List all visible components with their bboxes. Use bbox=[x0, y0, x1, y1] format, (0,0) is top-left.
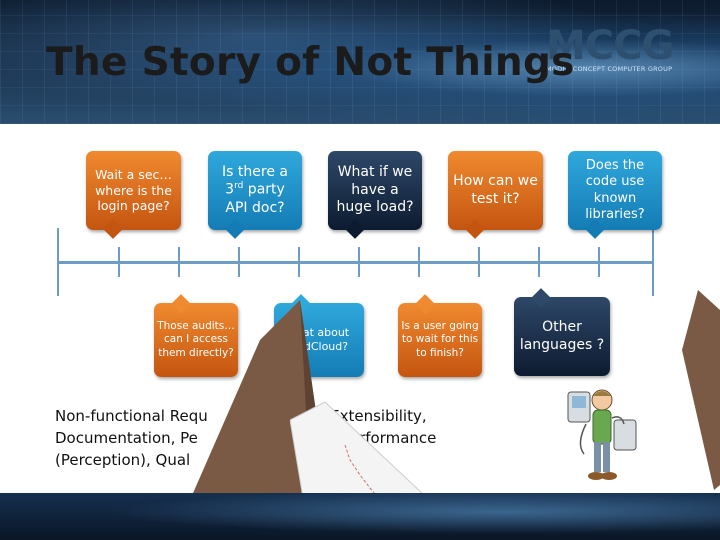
timeline-tick bbox=[538, 247, 540, 277]
timeline-line bbox=[58, 261, 654, 264]
question-bubble-libraries: Does the code use known libraries? bbox=[568, 151, 662, 239]
timeline-start-bar bbox=[57, 228, 59, 296]
timeline-end-bar bbox=[652, 228, 654, 296]
tech-background bbox=[0, 0, 720, 124]
bubble-text: Is there a 3rd party API doc? bbox=[222, 163, 288, 216]
question-bubble-api-doc: Is there a 3rd party API doc? bbox=[208, 151, 302, 239]
question-bubble-wait: Is a user going to wait for this to fini… bbox=[398, 294, 482, 377]
requirements-line-3: (Perception), Qual bbox=[55, 451, 191, 469]
timeline-tick bbox=[358, 247, 360, 277]
timeline-tick bbox=[418, 247, 420, 277]
cartoon-tester-illustration bbox=[567, 389, 637, 480]
bubble-text: Other languages ? bbox=[519, 319, 605, 353]
question-bubble-load: What if we have a huge load? bbox=[328, 151, 422, 239]
bubble-text: hat about ndCloud? bbox=[295, 326, 350, 353]
question-bubble-testing: How can we test it? bbox=[448, 151, 543, 239]
timeline-tick bbox=[118, 247, 120, 277]
question-bubble-languages: Other languages ? bbox=[514, 288, 610, 376]
timeline-tick bbox=[238, 247, 240, 277]
timeline-tick bbox=[598, 247, 600, 277]
header-banner: MCCG MODEL CONCEPT COMPUTER GROUP bbox=[0, 0, 720, 124]
decorative-brown-shape-right bbox=[682, 290, 720, 490]
slide-title: The Story of Not Things bbox=[46, 40, 575, 85]
question-bubble-audits: Those audits…can I access them directly? bbox=[154, 294, 238, 377]
timeline-tick bbox=[178, 247, 180, 277]
bubble-text: How can we test it? bbox=[453, 173, 538, 207]
bubble-text: Those audits…can I access them directly? bbox=[157, 320, 235, 359]
bubble-text: What if we have a huge load? bbox=[336, 164, 414, 216]
bubble-text: Is a user going to wait for this to fini… bbox=[401, 320, 479, 359]
bubble-text: Does the code use known libraries? bbox=[585, 158, 645, 222]
logo-text: MCCG bbox=[546, 23, 674, 69]
timeline-tick bbox=[298, 247, 300, 277]
footer-banner bbox=[0, 493, 720, 540]
question-bubble-login: Wait a sec…where is the login page? bbox=[86, 151, 181, 239]
timeline-tick bbox=[478, 247, 480, 277]
logo-subtitle: MODEL CONCEPT COMPUTER GROUP bbox=[546, 65, 673, 73]
bubble-text: Wait a sec…where is the login page? bbox=[95, 167, 172, 214]
mccg-logo: MCCG MODEL CONCEPT COMPUTER GROUP bbox=[546, 24, 686, 84]
